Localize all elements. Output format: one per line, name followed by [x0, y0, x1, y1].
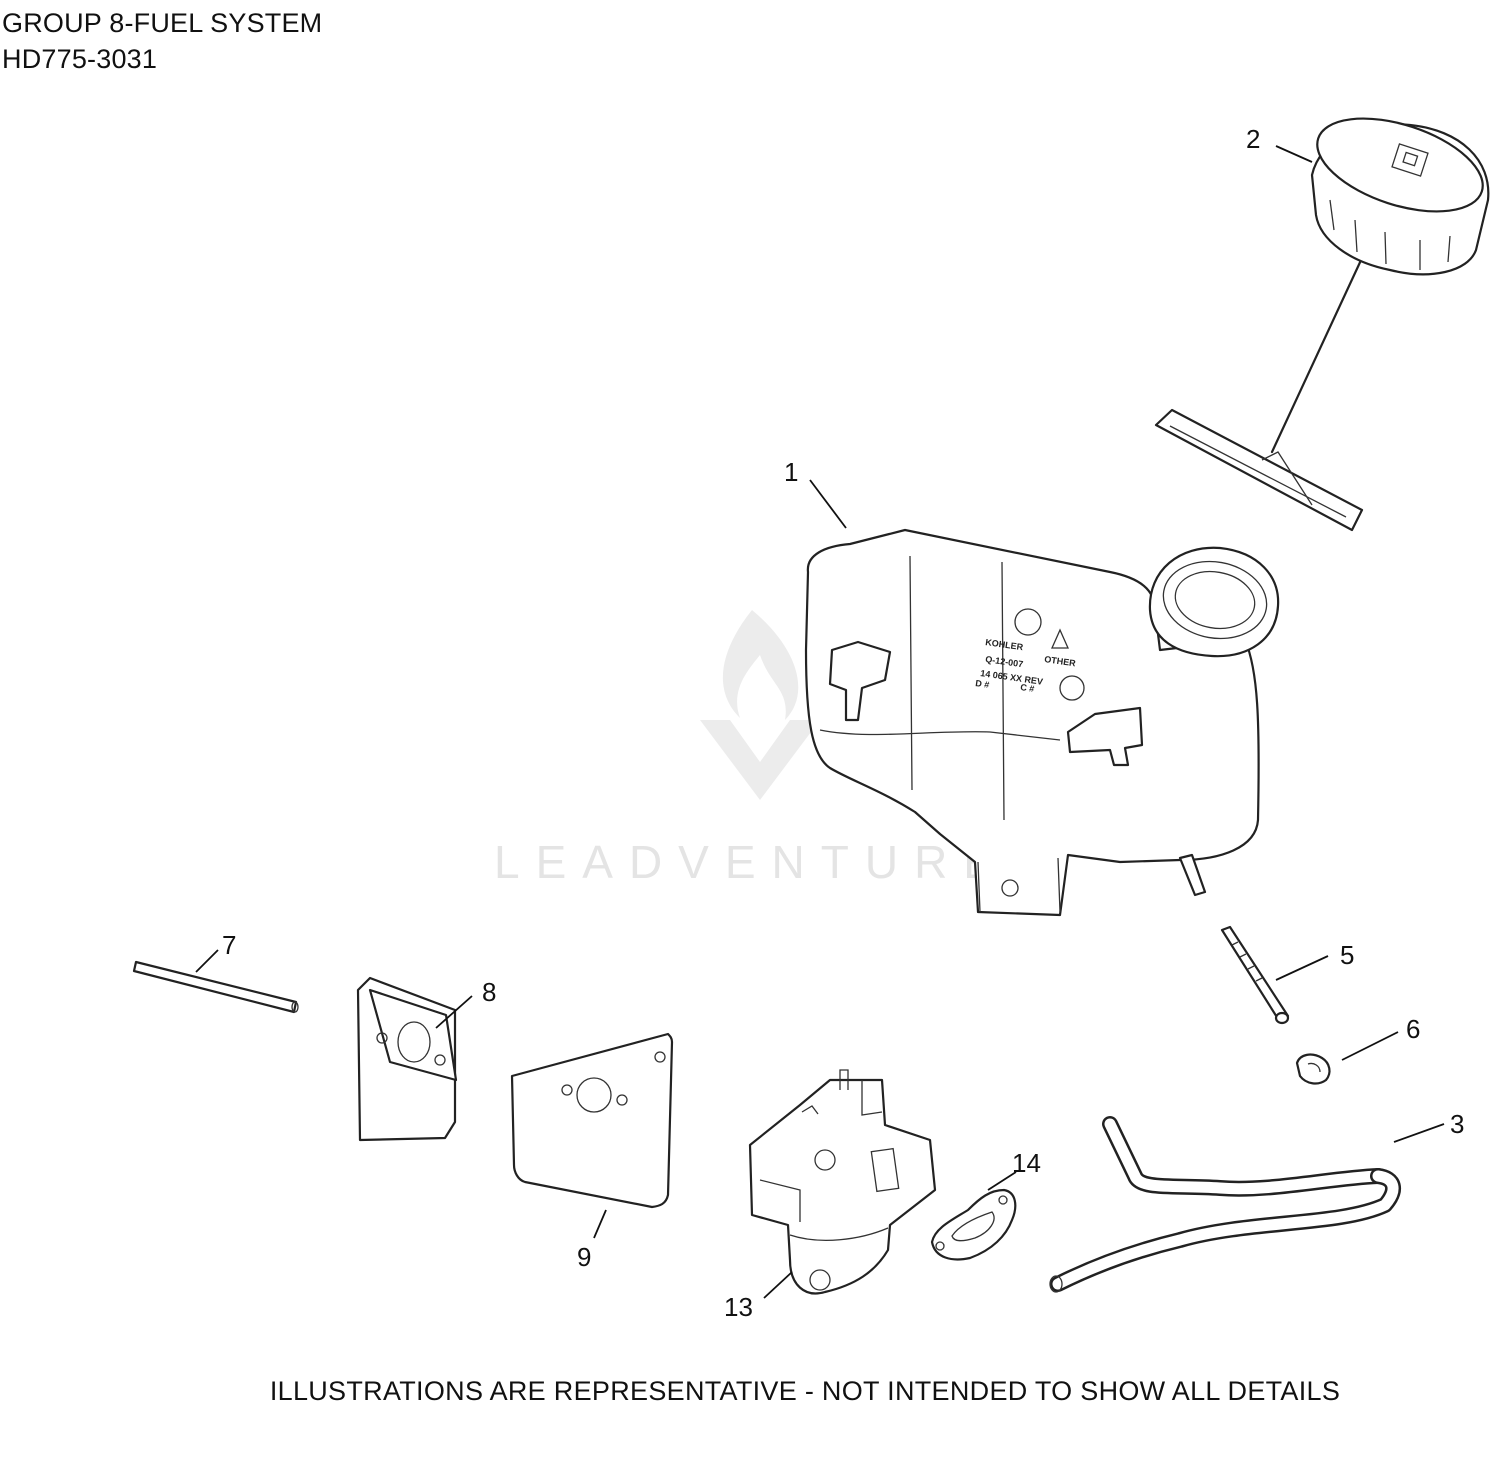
callout-14: 14 [1012, 1148, 1041, 1178]
callout-13: 13 [724, 1292, 753, 1322]
callout-3: 3 [1450, 1109, 1464, 1139]
callout-7: 7 [222, 930, 236, 960]
leader-lines [195, 145, 1445, 1299]
tank-recycle-label: OTHER [1044, 654, 1077, 668]
leader-7 [195, 949, 219, 973]
gasket-plate [510, 1032, 674, 1209]
callout-9: 9 [577, 1242, 591, 1272]
watermark-text: LEADVENTURE [494, 836, 1010, 888]
stud-rod [132, 960, 299, 1014]
model-number: HD775-3031 [2, 44, 158, 74]
fuel-filter [1220, 925, 1290, 1025]
leader-6 [1341, 1031, 1399, 1061]
disclaimer-note: ILLUSTRATIONS ARE REPRESENTATIVE - NOT I… [269, 1376, 1341, 1406]
leader-2 [1275, 145, 1313, 163]
callout-labels: 1 2 3 5 6 7 8 9 13 14 [222, 124, 1464, 1322]
leader-3 [1393, 1123, 1445, 1143]
leader-13 [763, 1271, 793, 1299]
flame-logo-icon [700, 610, 820, 800]
callout-2: 2 [1246, 124, 1260, 154]
watermark: LEADVENTURE [494, 610, 1010, 888]
leader-9 [593, 1209, 607, 1239]
leader-8 [435, 995, 473, 1029]
diagram-title: GROUP 8-FUEL SYSTEM [2, 8, 323, 38]
carburetor-gasket [930, 1188, 1017, 1261]
leader-1 [809, 479, 847, 529]
tank-cavity-code: C # [1020, 682, 1035, 694]
callout-8: 8 [482, 977, 496, 1007]
callout-5: 5 [1340, 940, 1354, 970]
tank-date-code: D # [975, 678, 990, 690]
leader-5 [1275, 955, 1329, 981]
carburetor-spacer [356, 976, 458, 1142]
hose-clamp [1295, 1053, 1331, 1085]
fuel-hose [1049, 1116, 1401, 1293]
callout-1: 1 [784, 457, 798, 487]
fuel-tank: KOHLER Q-12-007 14 065 XX REV D # C # OT… [804, 528, 1280, 917]
callout-6: 6 [1406, 1014, 1420, 1044]
leader-14 [987, 1171, 1017, 1191]
fuel-cap [1154, 117, 1490, 532]
carburetor [748, 1069, 937, 1295]
